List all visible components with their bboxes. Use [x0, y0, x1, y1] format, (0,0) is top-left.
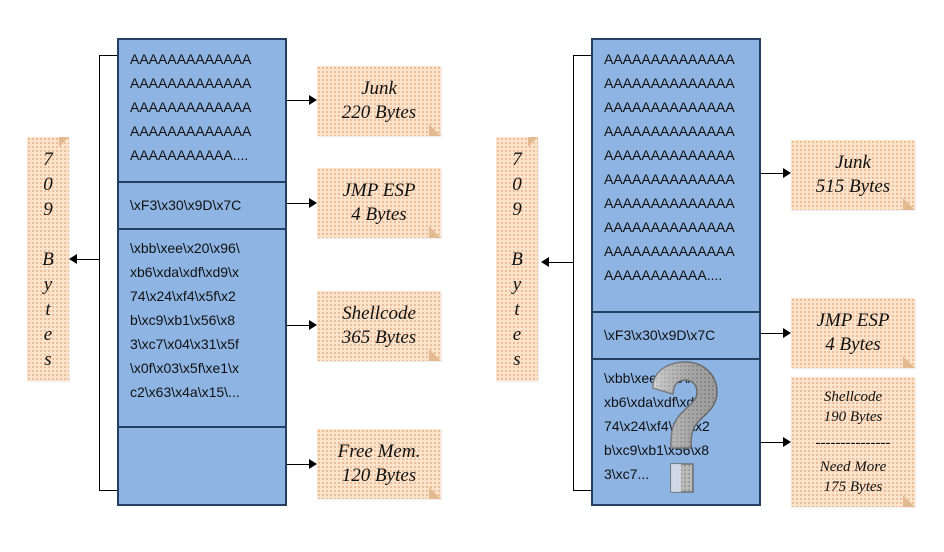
right-jmp-arrow: [761, 333, 785, 334]
right-shellcode-arrowhead: [783, 437, 791, 447]
right-junk-note: Junk 515 Bytes: [791, 140, 915, 210]
right-size-label-char: [511, 222, 523, 247]
left-jmp-note-size: 4 Bytes: [351, 204, 407, 225]
left-jmp-note-title: JMP ESP: [342, 180, 416, 201]
right-size-label-char: 9: [512, 198, 522, 220]
right-jmp-arrowhead: [783, 328, 791, 338]
left-junk-note-size: 220 Bytes: [341, 102, 417, 123]
right-bracket-arrow-line: [548, 262, 574, 263]
right-shellcode-note-title: Shellcode: [823, 389, 883, 405]
left-free-note-title: Free Mem.: [337, 441, 421, 462]
left-size-label-char: e: [43, 323, 53, 345]
right-size-label-char: s: [513, 348, 521, 370]
left-size-label-char: 7: [43, 148, 53, 170]
left-junk-arrowhead: [309, 95, 317, 105]
left-jmp-note: JMP ESP 4 Bytes: [317, 168, 441, 238]
left-size-label-char: B: [42, 248, 54, 270]
right-jmp-note-size: 4 Bytes: [825, 334, 881, 355]
left-size-label-char: [42, 222, 54, 247]
right-shellcode-note: Shellcode 190 Bytes --------------- Need…: [791, 377, 915, 507]
left-size-label-char: 9: [43, 198, 53, 220]
left-jmp-arrow: [287, 203, 311, 204]
left-junk-block: AAAAAAAAAAAAA AAAAAAAAAAAAA AAAAAAAAAAAA…: [119, 40, 285, 182]
left-jmp-text: \xF3\x30\x9D\x7C: [130, 197, 242, 213]
left-free-block: [119, 426, 285, 504]
left-shellcode-text: \xbb\xee\x20\x96\ xb6\xda\xdf\xd9\x 74\x…: [130, 240, 240, 400]
right-need-more-size: 175 Bytes: [823, 479, 883, 495]
left-memory-column: AAAAAAAAAAAAA AAAAAAAAAAAAA AAAAAAAAAAAA…: [117, 38, 287, 506]
question-mark-icon: [652, 361, 718, 493]
right-memory-column: AAAAAAAAAAAAAA AAAAAAAAAAAAAA AAAAAAAAAA…: [591, 38, 761, 506]
right-shellcode-block: \xbb\xee\x20\x96\ xb6\xda\xdf\xd9\x 74\x…: [593, 358, 759, 504]
right-jmp-text: \xF3\x30\x9D\x7C: [604, 327, 716, 343]
right-junk-arrowhead: [783, 168, 791, 178]
right-size-label-char: 7: [512, 148, 522, 170]
left-free-note: Free Mem. 120 Bytes: [317, 429, 441, 499]
right-junk-text: AAAAAAAAAAAAAA AAAAAAAAAAAAAA AAAAAAAAAA…: [604, 51, 735, 283]
right-junk-arrow: [761, 173, 785, 174]
left-shellcode-note: Shellcode 365 Bytes: [317, 291, 441, 361]
right-bracket-arrowhead: [541, 257, 549, 267]
right-shellcode-arrow: [761, 442, 785, 443]
left-free-note-size: 120 Bytes: [341, 465, 417, 486]
right-size-label-char: y: [512, 273, 522, 295]
right-size-label-char: e: [512, 323, 522, 345]
right-size-label-char: t: [514, 298, 520, 320]
left-size-label-char: t: [45, 298, 51, 320]
left-shellcode-arrow: [287, 325, 311, 326]
left-size-label-char: s: [44, 348, 52, 370]
right-size-label-char: B: [511, 248, 523, 270]
left-free-arrowhead: [309, 459, 317, 469]
right-size-label-char: 0: [512, 173, 522, 195]
left-free-arrow: [287, 464, 311, 465]
left-shellcode-note-size: 365 Bytes: [341, 327, 417, 348]
left-junk-text: AAAAAAAAAAAAA AAAAAAAAAAAAA AAAAAAAAAAAA…: [130, 51, 252, 163]
right-junk-note-title: Junk: [835, 152, 871, 173]
left-junk-note-title: Junk: [361, 78, 397, 99]
left-junk-arrow: [287, 100, 311, 101]
right-jmp-block: \xF3\x30\x9D\x7C: [593, 311, 759, 359]
left-size-label-char: 0: [43, 173, 53, 195]
right-jmp-note: JMP ESP 4 Bytes: [791, 298, 915, 368]
left-bracket-arrowhead: [69, 254, 77, 264]
right-bracket: [573, 55, 592, 491]
right-junk-note-size: 515 Bytes: [815, 176, 891, 197]
left-jmp-arrowhead: [309, 198, 317, 208]
left-bracket-arrow-line: [76, 259, 100, 260]
left-jmp-block: \xF3\x30\x9D\x7C: [119, 181, 285, 229]
right-shellcode-note-size: 190 Bytes: [823, 409, 883, 425]
right-junk-block: AAAAAAAAAAAAAA AAAAAAAAAAAAAA AAAAAAAAAA…: [593, 40, 759, 312]
left-bracket: [99, 55, 118, 491]
left-size-label-char: y: [43, 273, 53, 295]
left-shellcode-note-title: Shellcode: [342, 303, 416, 324]
left-junk-note: Junk 220 Bytes: [317, 66, 441, 136]
left-shellcode-arrowhead: [309, 320, 317, 330]
right-jmp-note-title: JMP ESP: [816, 310, 890, 331]
right-shellcode-note-divider: ---------------: [815, 435, 891, 451]
right-need-more-title: Need More: [819, 459, 887, 475]
left-shellcode-block: \xbb\xee\x20\x96\ xb6\xda\xdf\xd9\x 74\x…: [119, 228, 285, 427]
